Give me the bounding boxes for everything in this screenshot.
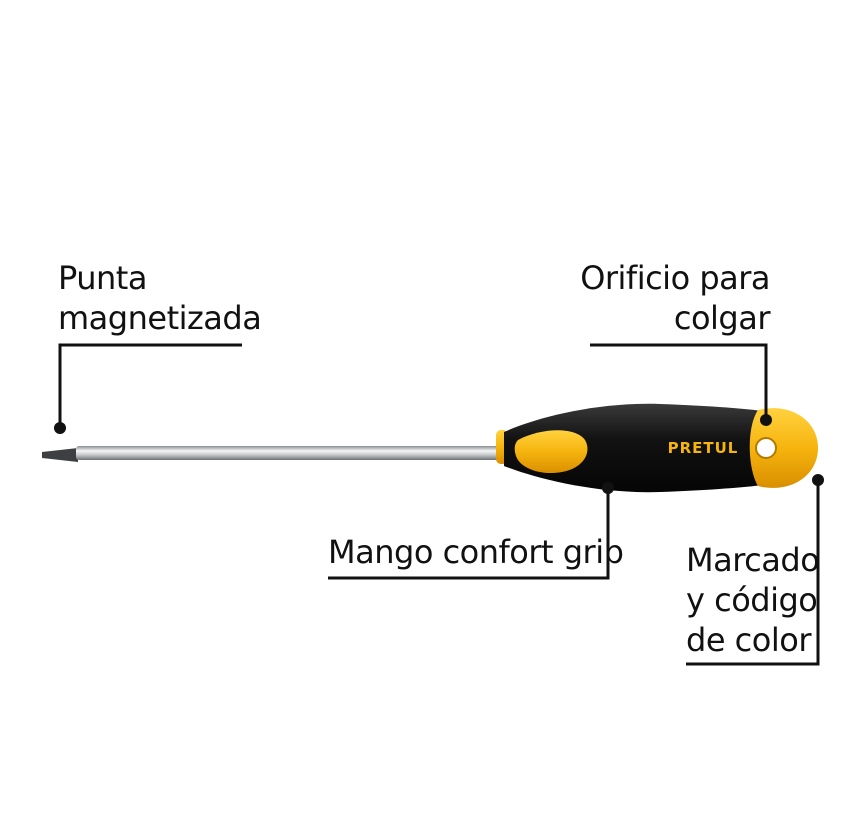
- hang-hole: [755, 437, 777, 459]
- yellow-end-cap: [749, 408, 818, 488]
- hang-hole-leader-dot: [760, 414, 772, 426]
- flat-tip: [42, 448, 78, 462]
- steel-shaft: [76, 446, 502, 460]
- marking-callout-line-3: de color: [686, 621, 811, 659]
- handle-body: [504, 403, 785, 493]
- tip-leader-line: [58, 343, 242, 428]
- leader-dots: [54, 414, 824, 494]
- marking-callout-line-2: y código: [686, 581, 818, 619]
- marking-callout-line-1: Marcado: [686, 541, 820, 579]
- tip-callout-label: Punta magnetizada: [58, 258, 262, 338]
- hang-hole-callout-label: Orificio para colgar: [580, 258, 770, 338]
- grip-leader-dot: [602, 482, 614, 494]
- grip-callout-line-1: Mango confort grip: [328, 533, 624, 571]
- marking-callout-label: Marcado y código de color: [686, 540, 820, 660]
- marking-leader-dot: [812, 474, 824, 486]
- leader-lines: [58, 343, 820, 666]
- tip-leader-dot: [54, 422, 66, 434]
- hang-hole-callout-line-2: colgar: [673, 299, 771, 337]
- marking-leader-line: [686, 480, 820, 666]
- yellow-grip-inset: [514, 430, 588, 474]
- grip-leader-line: [328, 488, 610, 580]
- tip-callout-line-1: Punta: [58, 259, 147, 297]
- hang-hole-callout-line-1: Orificio para: [580, 259, 770, 297]
- tip-callout-line-2: magnetizada: [58, 299, 262, 337]
- brand-logo: PRETUL: [668, 439, 739, 457]
- hang-hole-leader-line: [590, 343, 768, 420]
- grip-callout-label: Mango confort grip: [328, 532, 624, 572]
- screwdriver: PRETUL: [42, 403, 818, 493]
